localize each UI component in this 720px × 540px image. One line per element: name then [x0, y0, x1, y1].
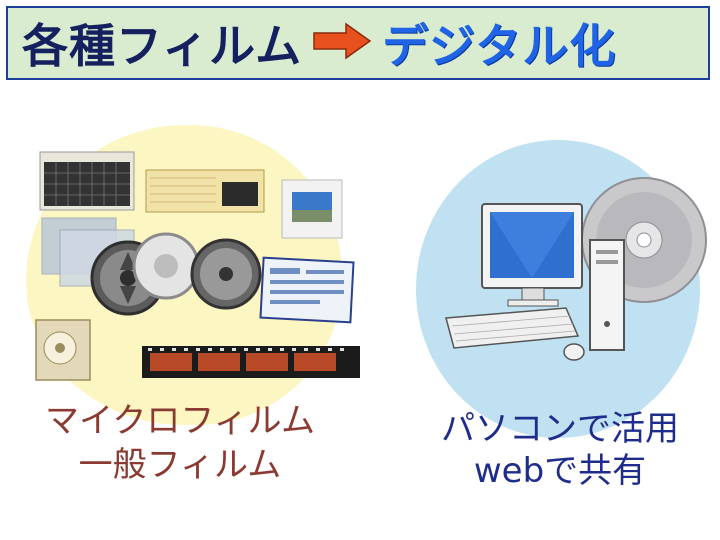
- film-collection-illustration: [35, 151, 360, 381]
- mouse-icon: [563, 343, 585, 361]
- film-caption-line1: マイクロフィルム: [45, 401, 315, 441]
- film-reel-icon: [90, 232, 262, 316]
- aperture-card-icon: [145, 169, 265, 213]
- film-strip-icon: [142, 346, 360, 378]
- monitor-icon: [481, 203, 583, 307]
- title-banner: 各種フィルム デジタル化: [6, 6, 710, 80]
- microfiche-icon: [39, 151, 135, 211]
- printed-sheet-icon: [259, 256, 355, 324]
- tower-icon: [589, 239, 625, 351]
- keyboard-icon: [445, 307, 580, 349]
- pc-caption-line1: パソコンで活用: [441, 409, 679, 449]
- right-arrow-icon: [312, 21, 372, 65]
- pc-illustration: [445, 177, 707, 361]
- pc-caption-line2: webで共有: [473, 451, 647, 491]
- slide-mount-icon: [281, 179, 343, 239]
- target-title: デジタル化: [382, 19, 617, 73]
- source-title: 各種フィルム: [22, 19, 303, 73]
- film-caption-line2: 一般フィルム: [78, 445, 282, 485]
- film-cartridge-icon: [35, 319, 91, 381]
